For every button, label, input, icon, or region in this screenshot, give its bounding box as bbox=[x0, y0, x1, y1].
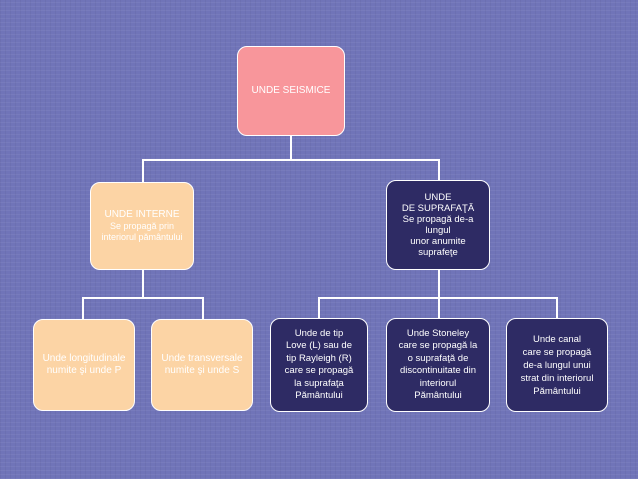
connector-internal-down bbox=[142, 270, 144, 298]
surface-waves-line-6: suprafeţe bbox=[418, 247, 458, 258]
internal-waves-line-2: interiorul pământului bbox=[101, 232, 183, 242]
root-node: UNDE SEISMICE bbox=[237, 46, 345, 136]
connector-love-up bbox=[318, 297, 320, 318]
internal-waves-line-1: Se propagă prin bbox=[109, 221, 175, 231]
stoneley-line-4: discontinuitate din bbox=[399, 365, 477, 376]
longitudinal-line-2: numite şi unde P bbox=[46, 365, 122, 376]
channel-line-3: de-a lungul unui bbox=[523, 359, 591, 371]
surface-waves-line-4: lungul bbox=[425, 225, 451, 236]
connector-root-down bbox=[290, 136, 292, 160]
love-rayleigh-line-1: Unde de tip bbox=[294, 327, 344, 339]
channel-line-1: Unde canal bbox=[532, 333, 582, 345]
stoneley-line-6: Pământului bbox=[414, 390, 462, 401]
connector-internal-up bbox=[142, 159, 144, 182]
connector-channel-up bbox=[556, 297, 558, 318]
stoneley-waves-node: Unde Stoneley care se propagă la o supra… bbox=[386, 318, 490, 412]
surface-waves-node: UNDE DE SUPRAFAŢĂ Se propagă de-a lungul… bbox=[386, 180, 490, 270]
channel-line-5: Pământului bbox=[533, 385, 581, 397]
love-rayleigh-waves-node: Unde de tip Love (L) sau de tip Rayleigh… bbox=[270, 318, 368, 412]
surface-waves-line-3: Se propagă de-a bbox=[402, 214, 474, 225]
stoneley-line-5: interiorul bbox=[419, 377, 457, 389]
transversal-waves-node: Unde transversale numite şi unde S bbox=[151, 319, 253, 411]
channel-line-4: strat din interiorul bbox=[520, 372, 594, 384]
longitudinal-line-1: Unde longitudinale bbox=[42, 353, 126, 364]
connector-level1-bar bbox=[142, 159, 440, 161]
longitudinal-waves-node: Unde longitudinale numite şi unde P bbox=[33, 319, 135, 411]
channel-waves-node: Unde canal care se propagă de-a lungul u… bbox=[506, 318, 608, 412]
connector-longitudinal-up bbox=[82, 297, 84, 319]
love-rayleigh-line-4: care se propagă bbox=[284, 365, 354, 376]
love-rayleigh-line-6: Pământului bbox=[295, 390, 343, 401]
stoneley-line-1: Unde Stoneley bbox=[406, 327, 470, 339]
surface-waves-line-5: unor anumite bbox=[410, 236, 466, 247]
transversal-line-1: Unde transversale bbox=[161, 353, 243, 364]
connector-transversal-up bbox=[202, 297, 204, 319]
connector-surface-up bbox=[438, 159, 440, 180]
transversal-line-2: numite şi unde S bbox=[164, 365, 240, 376]
surface-waves-line-2: DE SUPRAFAŢĂ bbox=[401, 203, 475, 214]
stoneley-line-3: o suprafaţă de bbox=[407, 352, 469, 364]
surface-waves-line-1: UNDE bbox=[424, 192, 452, 203]
love-rayleigh-line-2: Love (L) sau de bbox=[285, 340, 352, 351]
connector-internal-bar bbox=[82, 297, 204, 299]
root-title: UNDE SEISMICE bbox=[251, 85, 331, 96]
love-rayleigh-line-5: la suprafaţa bbox=[294, 377, 344, 389]
connector-stoneley-up bbox=[438, 297, 440, 318]
stoneley-line-2: care se propagă la bbox=[398, 340, 478, 351]
love-rayleigh-line-3: tip Rayleigh (R) bbox=[286, 352, 352, 364]
channel-line-2: care se propagă bbox=[522, 346, 592, 358]
internal-waves-node: UNDE INTERNE Se propagă prin interiorul … bbox=[90, 182, 194, 270]
internal-waves-title: UNDE INTERNE bbox=[104, 209, 180, 220]
connector-surface-down bbox=[438, 270, 440, 298]
